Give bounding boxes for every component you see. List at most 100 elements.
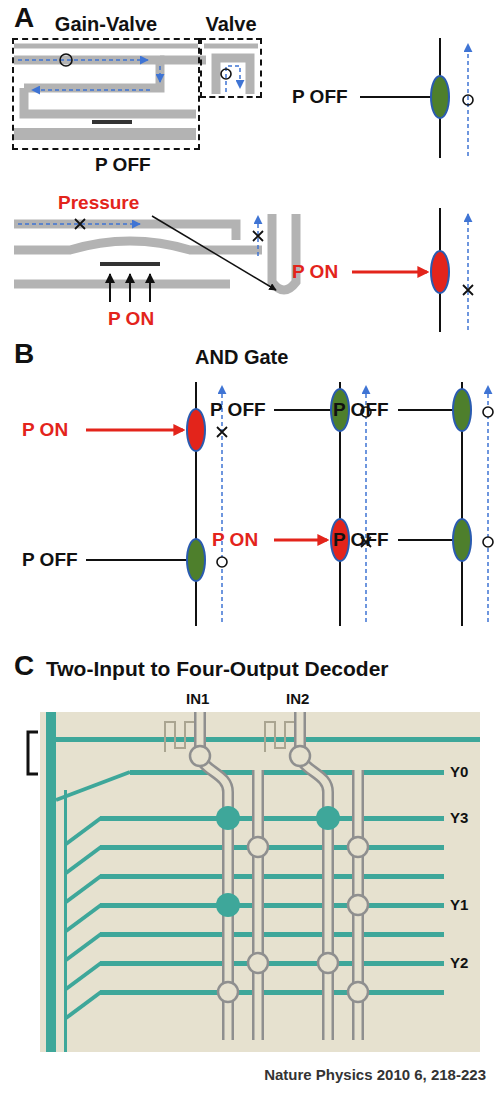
dye-channel <box>130 770 444 775</box>
flow-arrow <box>221 386 223 622</box>
panel-title: AND Gate <box>195 346 288 369</box>
flow-arrow <box>222 386 488 622</box>
dye-feeder <box>66 847 101 873</box>
open-flow-mark <box>483 407 493 417</box>
dye-channel <box>100 903 444 908</box>
open-flow-mark <box>463 95 473 105</box>
valve-open-symbol <box>187 389 471 581</box>
pressure-arrow <box>86 430 327 540</box>
flow-arrow <box>467 44 469 156</box>
flow-arrow <box>365 386 367 622</box>
scale-bracket <box>28 732 38 774</box>
channel-line <box>398 409 453 411</box>
output-label: Y1 <box>450 896 468 913</box>
pressure-arrow <box>129 274 131 302</box>
open-flow-mark <box>60 54 72 66</box>
panel-letter: B <box>14 338 34 370</box>
membrane-channel <box>14 128 196 140</box>
dye-feeder <box>56 772 130 800</box>
channel-line <box>274 409 331 411</box>
closed-valve-circle <box>216 806 240 830</box>
open-valve-circle <box>248 837 268 857</box>
open-flow-mark <box>221 69 231 79</box>
panel-title: Two-Input to Four-Output Decoder <box>46 657 389 681</box>
blocked-flow-mark <box>75 219 85 229</box>
dye-channel <box>100 932 444 937</box>
input-port-label: IN2 <box>286 690 309 707</box>
valve-channels <box>216 58 250 94</box>
dye-feeder <box>66 876 101 902</box>
open-valve-circle <box>348 837 368 857</box>
open-flow-mark <box>217 407 493 567</box>
pressure-state-label: P OFF <box>333 529 389 551</box>
flow-arrow <box>487 386 489 622</box>
panel-letter: A <box>14 2 34 34</box>
open-flow-mark <box>60 54 231 79</box>
membrane-bar <box>92 120 132 124</box>
closed-valve-circle <box>216 806 340 917</box>
panel-letter: C <box>14 650 34 682</box>
pressure-state-label: P OFF <box>22 549 78 571</box>
dye-channel <box>100 874 444 879</box>
gain-valve-channels <box>24 88 196 114</box>
valve-open-symbol <box>431 76 449 118</box>
channel-line <box>86 559 187 561</box>
dashed-region-box: Valve <box>200 38 262 98</box>
valve-open-symbol <box>453 389 471 431</box>
blocked-flow-mark <box>463 285 473 295</box>
dye-feeder <box>56 772 130 1018</box>
dye-channel <box>100 961 444 966</box>
open-valve-circle <box>318 953 338 973</box>
open-valve-circle <box>348 982 368 1002</box>
pressure-arrow <box>110 274 150 302</box>
pressure-arrow <box>86 429 183 432</box>
gain-valve-channels <box>14 44 198 49</box>
pressure-arrow <box>109 274 111 302</box>
open-valve-circle <box>218 837 368 1002</box>
pressure-state-label: P ON <box>22 419 68 441</box>
output-label: Y2 <box>450 954 468 971</box>
dye-feeder <box>66 992 101 1018</box>
gain-valve-pattern <box>165 722 305 752</box>
pressure-leader <box>152 216 276 290</box>
dye-feeder <box>66 818 101 844</box>
dashed-region-box: Gain-Valve <box>12 38 200 150</box>
channel-line <box>398 539 453 541</box>
gain-valve-channels <box>14 280 230 289</box>
region-heading: Gain-Valve <box>55 13 157 36</box>
output-label: Y3 <box>450 809 468 826</box>
control-line-outer <box>252 770 264 1040</box>
pressure-arrow <box>274 539 327 542</box>
input-port <box>290 746 310 766</box>
valve-channels <box>204 44 258 49</box>
pressure-state-label: P OFF <box>333 399 389 421</box>
membrane-bar <box>100 262 160 266</box>
pressure-state-label: P ON <box>108 308 154 330</box>
gain-valve-channels <box>14 214 296 290</box>
dye-channel <box>46 712 480 1052</box>
dye-channel <box>100 816 444 821</box>
chip-photo-ground <box>40 712 480 1052</box>
valve-open-symbol <box>187 539 205 581</box>
valve-closed-symbol <box>431 251 449 293</box>
dye-channel <box>100 845 444 850</box>
pressure-state-label: P OFF <box>210 399 266 421</box>
open-flow-mark <box>217 557 227 567</box>
control-line <box>360 96 431 98</box>
input-port <box>190 746 310 766</box>
dye-channel <box>46 712 56 1052</box>
pressure-arrow <box>149 274 151 302</box>
valve-closed-symbol <box>187 409 349 561</box>
input-port-label: IN1 <box>186 690 209 707</box>
dye-feeder <box>66 905 101 931</box>
pressure-state-label: P OFF <box>95 154 151 176</box>
gain-valve-channels <box>14 46 206 114</box>
closed-valve-circle <box>316 806 340 830</box>
flow-arrow <box>18 60 240 92</box>
closed-valve-circle <box>216 893 240 917</box>
pressure-state-label: P ON <box>212 529 258 551</box>
pressure-callout: Pressure <box>58 192 139 214</box>
dye-channel <box>100 990 444 995</box>
flow-arrow <box>159 66 161 82</box>
